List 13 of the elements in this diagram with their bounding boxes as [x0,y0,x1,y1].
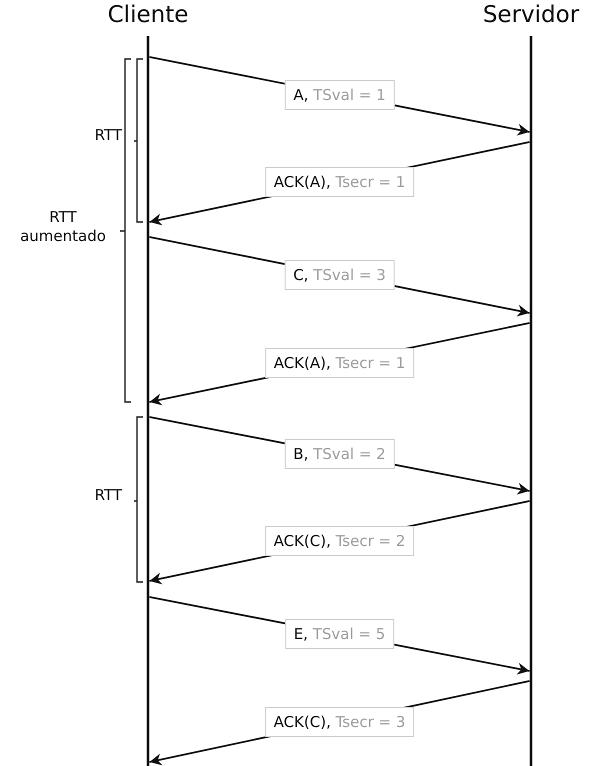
message-label: E, TSval = 5 [284,619,394,649]
message-label: B, TSval = 2 [284,439,395,469]
message-label: C, TSval = 3 [284,260,395,290]
message-label: ACK(C), Tsecr = 2 [264,526,414,556]
lifeline-heading: Servidor [482,2,580,28]
message-label: ACK(A), Tsecr = 1 [264,348,414,378]
interval-label: RTT [94,486,122,505]
message-label: ACK(A), Tsecr = 1 [264,167,414,197]
message-label: ACK(C), Tsecr = 3 [264,706,414,736]
interval-label: RTT [94,126,122,145]
interval-label: RTT aumentado [19,208,107,246]
lifeline-heading: Cliente [106,2,190,28]
message-label: A, TSval = 1 [284,80,395,110]
